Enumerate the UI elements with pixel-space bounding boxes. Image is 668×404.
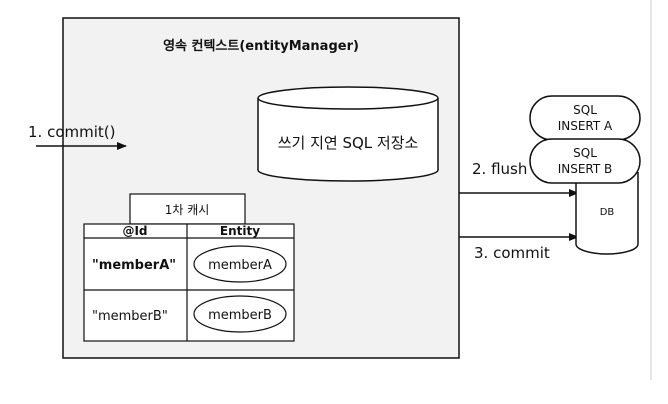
write-behind-sql-store: 쓰기 지연 SQL 저장소 bbox=[257, 86, 439, 182]
sql-insert-b: SQL INSERT B bbox=[529, 138, 641, 184]
cache-header-id: @Id bbox=[122, 224, 147, 238]
entity-oval bbox=[193, 295, 287, 333]
cache-header-entity: Entity bbox=[220, 224, 260, 238]
sql-label: SQL bbox=[573, 103, 597, 117]
first-level-cache-table: @Id Entity "memberA" memberA "memberB" m… bbox=[83, 223, 295, 342]
step-flush-label: 2. flush bbox=[472, 160, 527, 178]
persistence-context-title: 영속 컨텍스트(entityManager) bbox=[163, 38, 359, 54]
cache-row-entity: memberA bbox=[208, 258, 272, 273]
sql-label: SQL bbox=[573, 146, 597, 160]
step-db-commit-label: 3. commit bbox=[474, 244, 550, 262]
sql-statement: INSERT B bbox=[558, 162, 613, 176]
sql-statement: INSERT A bbox=[558, 119, 613, 133]
database-cylinder: DB bbox=[575, 172, 639, 255]
cache-row-entity: memberB bbox=[208, 308, 272, 323]
write-store-label: 쓰기 지연 SQL 저장소 bbox=[278, 134, 419, 152]
db-label: DB bbox=[600, 207, 615, 218]
cache-row-id: "memberB" bbox=[92, 309, 168, 324]
step-commit-label: 1. commit() bbox=[28, 123, 115, 141]
sql-insert-a: SQL INSERT A bbox=[529, 95, 641, 141]
cache-row-id: "memberA" bbox=[92, 258, 176, 273]
first-level-cache-tab bbox=[129, 193, 246, 225]
entity-oval bbox=[193, 245, 287, 283]
first-level-cache-title: 1차 캐시 bbox=[165, 203, 210, 217]
